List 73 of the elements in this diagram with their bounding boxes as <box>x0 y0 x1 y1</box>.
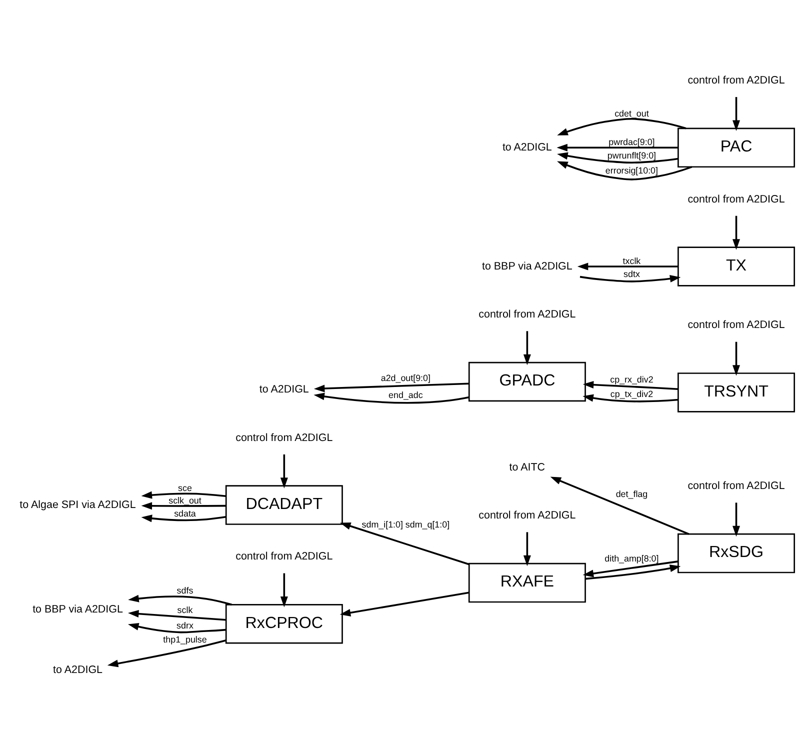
arrow <box>280 573 288 608</box>
edge-label: pwrdac[9:0] <box>608 136 655 147</box>
node-box: DCADAPT <box>225 485 343 525</box>
edge-label: thp1_pulse <box>163 634 207 645</box>
edge-label: det_flag <box>616 489 648 500</box>
node-text: to BBP via A2DIGL <box>32 603 123 616</box>
arrow <box>523 331 531 366</box>
node-text: control from A2DIGL <box>478 308 576 321</box>
node-text: to A2DIGL <box>502 141 552 154</box>
arrow <box>128 610 226 621</box>
arrow <box>556 144 678 152</box>
arrow <box>141 502 226 510</box>
node-text: control from A2DIGL <box>236 432 333 444</box>
edge-label: end_adc <box>388 390 423 400</box>
edge-label: cp_rx_div2 <box>610 374 654 385</box>
node-text: control from A2DIGL <box>236 550 333 563</box>
edge-label: errorsig[10:0] <box>605 166 658 176</box>
arrow <box>582 394 678 402</box>
arrow <box>141 514 226 522</box>
arrow <box>314 382 469 392</box>
edge-label: sce <box>178 482 192 493</box>
node-text: to A2DIGL <box>259 384 309 396</box>
arrow <box>107 640 226 668</box>
arrow <box>280 454 288 488</box>
edge-label: a2d_out[9:0] <box>380 372 430 383</box>
node-box: TX <box>678 246 795 286</box>
arrow <box>128 622 226 634</box>
edge-label: sdfs <box>176 586 194 596</box>
edge-label: txclk <box>622 256 641 266</box>
edge-label: sdata <box>174 508 196 519</box>
arrow <box>732 342 740 376</box>
edge-label: cdet_out <box>614 108 649 118</box>
arrow <box>141 491 226 499</box>
arrow <box>557 152 678 164</box>
arrow <box>550 476 690 535</box>
node-text: to A2DIGL <box>53 664 103 676</box>
arrow <box>582 381 678 390</box>
node-box: RXAFE <box>468 562 586 603</box>
node-text: to BBP via A2DIGL <box>482 260 572 272</box>
edge-label: sdrx <box>176 620 194 630</box>
node-box: GPADC <box>468 362 586 402</box>
edge-label: sdtx <box>624 269 640 280</box>
arrow <box>340 522 470 566</box>
node-text: to Algae SPI via A2DIGL <box>20 498 136 511</box>
arrow <box>585 564 681 580</box>
node-text: control from A2DIGL <box>478 510 576 522</box>
arrow <box>732 97 740 131</box>
node-text: control from A2DIGL <box>688 193 785 206</box>
edge-label: sclk_out <box>168 495 202 506</box>
arrow <box>128 594 232 606</box>
edge-label: cp_tx_div2 <box>610 388 654 399</box>
arrow <box>732 216 740 250</box>
node-box: RxCPROC <box>225 604 343 644</box>
node-text: control from A2DIGL <box>688 74 785 86</box>
arrow <box>557 118 686 136</box>
arrow <box>577 262 678 270</box>
arrow <box>557 161 692 180</box>
arrow <box>732 502 740 537</box>
node-box: PAC <box>678 128 795 168</box>
node-text: to AITC <box>509 461 546 474</box>
arrow <box>582 560 678 578</box>
node-box: RxSDG <box>678 533 795 574</box>
node-text: control from A2DIGL <box>688 480 785 492</box>
edge-label: sclk <box>177 605 193 616</box>
arrow <box>523 532 531 566</box>
node-text: control from A2DIGL <box>688 319 785 332</box>
edge-label: sdm_i[1:0] sdm_q[1:0] <box>362 519 450 530</box>
edge-label: pwrunflt[9:0] <box>607 150 656 160</box>
arrow <box>314 392 470 404</box>
edge-label: dith_amp[8:0] <box>604 553 659 564</box>
arrow <box>580 274 681 282</box>
arrow <box>340 592 469 616</box>
node-box: TRSYNT <box>678 372 795 412</box>
